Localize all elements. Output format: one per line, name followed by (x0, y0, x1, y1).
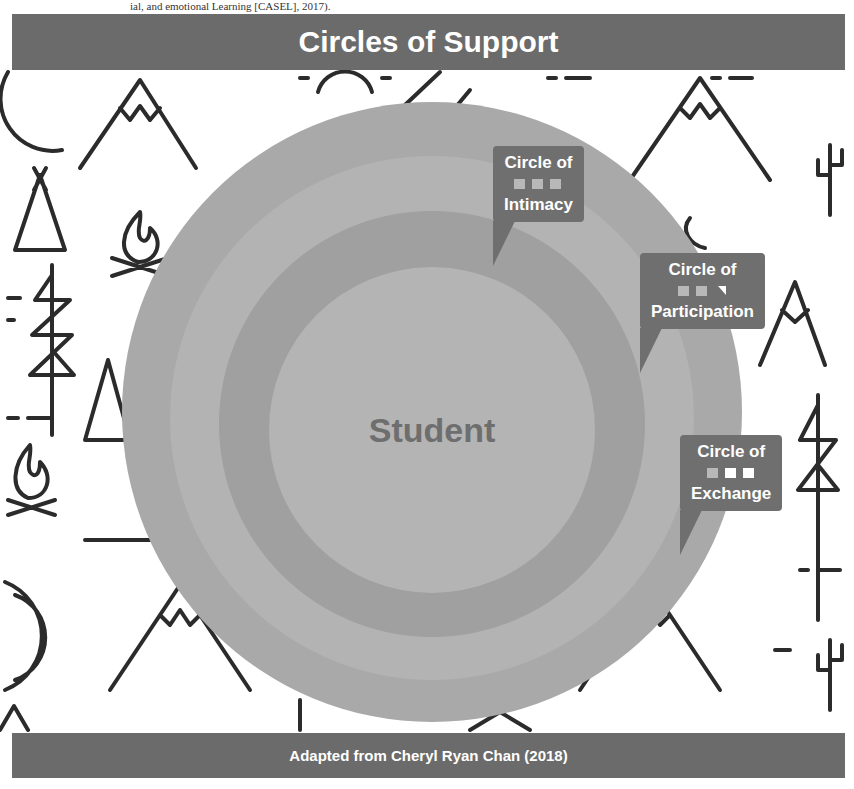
callout-text: Participation (651, 301, 754, 323)
callout-text: Circle of (651, 259, 754, 281)
marker-square (707, 468, 718, 478)
dash-marks (548, 76, 752, 80)
dash-marks (8, 298, 20, 320)
marker-squares (512, 176, 564, 192)
marker-square (678, 286, 689, 296)
marker-squares (676, 283, 728, 299)
marker-square (743, 468, 754, 478)
marker-square (550, 179, 561, 189)
circle-callout: Circle of Participation (640, 253, 765, 329)
title-bar: Circles of Support (12, 14, 845, 70)
cropped-note: ial, and emotional Learning [CASEL], 201… (130, 0, 330, 13)
callout-tail-shape (493, 221, 515, 266)
marker-square (696, 286, 707, 296)
center-label: Student (369, 411, 496, 450)
callout-text: Circle of (504, 152, 573, 174)
teepee-icon (15, 168, 65, 250)
cactus-icon (818, 640, 842, 710)
moon-icon (1, 72, 62, 151)
callout-tail (640, 328, 664, 374)
cactus-icon (818, 145, 842, 215)
dash-marks (775, 570, 840, 650)
sun-icon (300, 71, 390, 92)
caption-bar: Adapted from Cheryl Ryan Chan (2018) (12, 733, 845, 778)
callout-text: Circle of (691, 441, 771, 463)
callout-tail (493, 221, 517, 267)
marker-square (514, 179, 525, 189)
marker-triangle (718, 286, 726, 295)
tree-icon (30, 265, 74, 435)
mountain-icon (630, 78, 770, 180)
marker-square (725, 468, 736, 478)
moon-icon (5, 582, 45, 690)
mountain-icon (760, 282, 825, 365)
campfire-icon (8, 445, 55, 515)
outer-ring (122, 102, 742, 722)
title-text: Circles of Support (298, 25, 558, 59)
callout-text: Exchange (691, 483, 771, 505)
teepee-icon (0, 706, 28, 730)
marker-squares (705, 465, 757, 481)
callout-tail-shape (680, 510, 702, 555)
callout-tail (680, 510, 704, 556)
inner-ring (219, 211, 645, 637)
callout-text: Intimacy (504, 194, 573, 216)
middle-ring (170, 156, 694, 680)
tree-icon (798, 395, 838, 620)
caption-text: Adapted from Cheryl Ryan Chan (2018) (289, 747, 567, 764)
marker-square (532, 179, 543, 189)
callout-tail-shape (640, 328, 662, 373)
circle-callout: Circle of Intimacy (493, 146, 584, 222)
circle-callout: Circle of Exchange (680, 435, 782, 511)
student-circle: Student (269, 267, 595, 593)
mountain-icon (80, 80, 196, 168)
